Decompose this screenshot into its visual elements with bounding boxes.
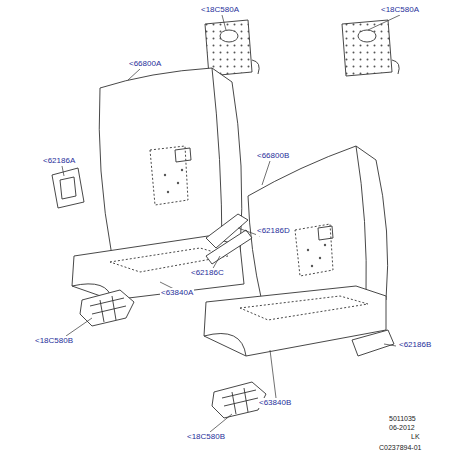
drawing-reference: LK — [410, 432, 421, 441]
callout-number: <62186C — [190, 268, 225, 278]
callout-number: <62186B — [398, 340, 432, 350]
side-trim — [52, 168, 84, 208]
drawing-reference: 5011035 — [388, 414, 417, 423]
callout-number: <18C580B — [34, 336, 74, 346]
callout-number: <18C580A — [380, 5, 420, 15]
seat-back — [248, 146, 388, 302]
side-trim — [206, 230, 252, 264]
callout-number: <66800A — [128, 59, 162, 69]
callout-number: <63840B — [258, 398, 292, 408]
drawing-reference: C0237894-01 — [378, 443, 422, 452]
leader-lines — [62, 15, 400, 432]
callout-number: <66800B — [256, 151, 290, 161]
drawing-reference: 06-2012 — [388, 423, 416, 432]
callout-number: <18C580B — [186, 432, 226, 442]
callout-number: <18C580A — [200, 5, 240, 15]
side-trim — [352, 330, 394, 356]
callout-number: <62186D — [256, 226, 291, 236]
callout-number: <63840A — [160, 288, 194, 298]
callout-number: <62186A — [42, 156, 76, 166]
back-panel — [342, 20, 392, 76]
